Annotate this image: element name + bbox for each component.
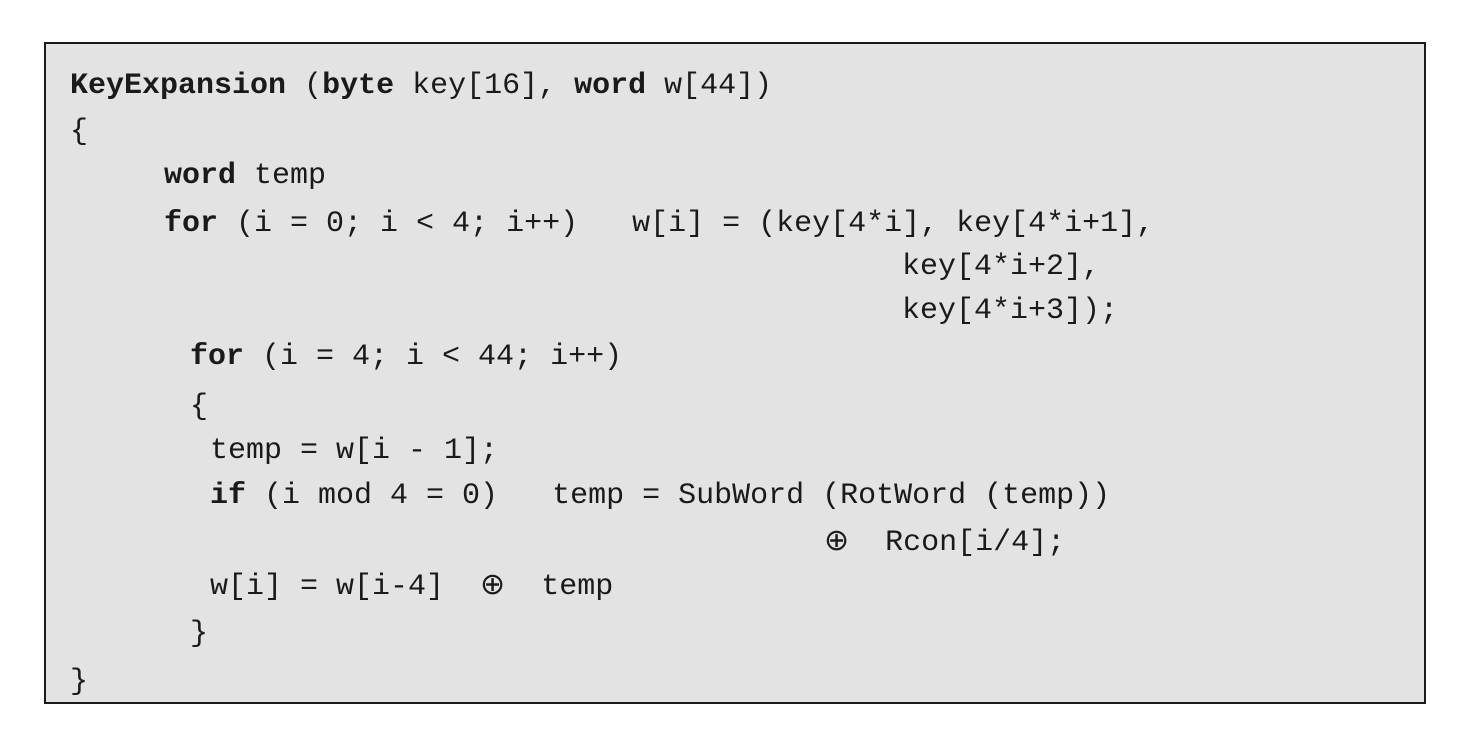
- keyword: word: [574, 69, 647, 103]
- code-line: for (i = 4; i < 44; i++): [190, 337, 622, 377]
- code-line: w[i] = w[i-4] ⊕ temp: [210, 565, 613, 605]
- code-line: }: [70, 662, 88, 702]
- xor-symbol: ⊕: [480, 567, 506, 602]
- code-text: }: [70, 665, 89, 699]
- code-line: for (i = 0; i < 4; i++) w[i] = (key[4*i]…: [164, 204, 1154, 244]
- code-text: temp: [236, 159, 327, 193]
- code-text: w[44]): [646, 69, 773, 103]
- code-text: (i mod 4 = 0) temp = SubWord (RotWord (t…: [246, 479, 1111, 513]
- keyword: byte: [322, 69, 395, 103]
- code-text: (i = 0; i < 4; i++) w[i] = (key[4*i], ke…: [218, 207, 1155, 241]
- keyword: word: [164, 159, 237, 193]
- code-text: {: [70, 115, 89, 149]
- code-text: (i = 4; i < 44; i++): [244, 340, 623, 374]
- code-text: key[4*i+2],: [902, 250, 1101, 284]
- code-line: {: [70, 112, 88, 152]
- code-text: Rcon[i/4];: [849, 526, 1066, 560]
- keyword: KeyExpansion: [70, 69, 287, 103]
- keyword: for: [164, 207, 219, 241]
- code-text: temp = w[i - 1];: [210, 434, 499, 468]
- code-text: (: [286, 69, 323, 103]
- keyword: if: [210, 479, 247, 513]
- code-line: ⊕ Rcon[i/4];: [824, 521, 1065, 561]
- code-text: {: [190, 390, 209, 424]
- code-line: word temp: [164, 156, 326, 196]
- code-text: temp: [505, 570, 614, 604]
- code-line: temp = w[i - 1];: [210, 431, 498, 471]
- code-line: key[4*i+2],: [902, 247, 1100, 287]
- code-text: key[16],: [394, 69, 575, 103]
- code-text: w[i] = w[i-4]: [210, 570, 481, 604]
- code-text: }: [190, 617, 209, 651]
- xor-symbol: ⊕: [824, 523, 850, 558]
- code-line: if (i mod 4 = 0) temp = SubWord (RotWord…: [210, 476, 1110, 516]
- code-text: key[4*i+3]);: [902, 294, 1119, 328]
- code-line: KeyExpansion (byte key[16], word w[44]): [70, 66, 772, 106]
- keyword: for: [190, 340, 245, 374]
- code-line: {: [190, 387, 208, 427]
- code-block: KeyExpansion (byte key[16], word w[44]) {…: [44, 42, 1426, 704]
- code-line: key[4*i+3]);: [902, 291, 1118, 331]
- code-line: }: [190, 614, 208, 654]
